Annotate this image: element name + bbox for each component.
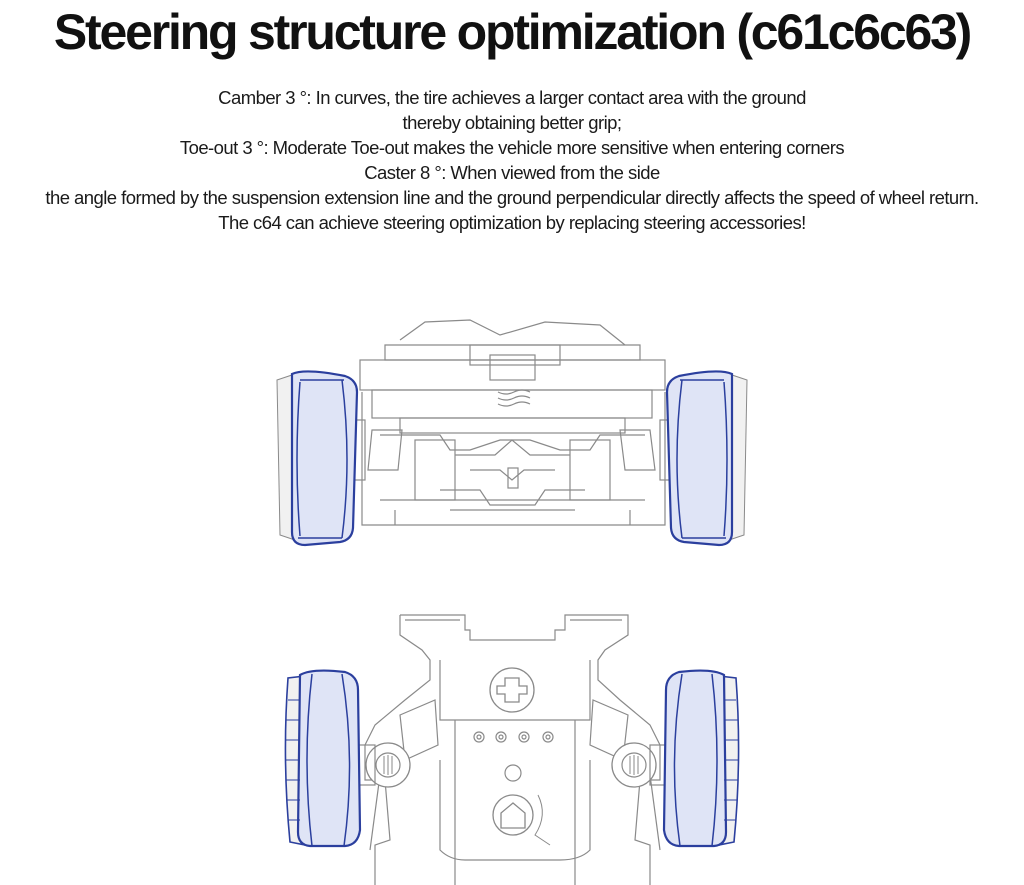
front-chassis-linework — [349, 319, 676, 526]
center-screw — [489, 667, 535, 713]
front-left-wheel — [276, 370, 359, 547]
page-title: Steering structure optimization (c61c6c6… — [53, 4, 972, 60]
rear-left-wheel — [284, 669, 362, 848]
top-view-chassis-illustration — [284, 614, 740, 885]
description-line-grip: thereby obtaining better grip; — [402, 112, 622, 133]
small-screw-row — [473, 731, 554, 782]
steering-pivot — [492, 794, 551, 846]
description-line-angle: the angle formed by the suspension exten… — [45, 187, 979, 208]
description-line-c64: The c64 can achieve steering optimizatio… — [218, 212, 806, 233]
rear-right-wheel — [662, 669, 740, 848]
description-line-caster: Caster 8 °: When viewed from the side — [364, 162, 660, 183]
description-block: Camber 3 °: In curves, the tire achieves… — [0, 85, 1024, 235]
front-right-wheel — [665, 370, 748, 547]
front-view-chassis-illustration — [276, 319, 748, 547]
right-kingpin — [611, 742, 657, 788]
top-chassis-linework — [364, 614, 661, 885]
left-kingpin — [365, 742, 411, 788]
description-line-camber: Camber 3 °: In curves, the tire achieves… — [218, 87, 806, 108]
description-line-toe-out: Toe-out 3 °: Moderate Toe-out makes the … — [179, 137, 845, 158]
